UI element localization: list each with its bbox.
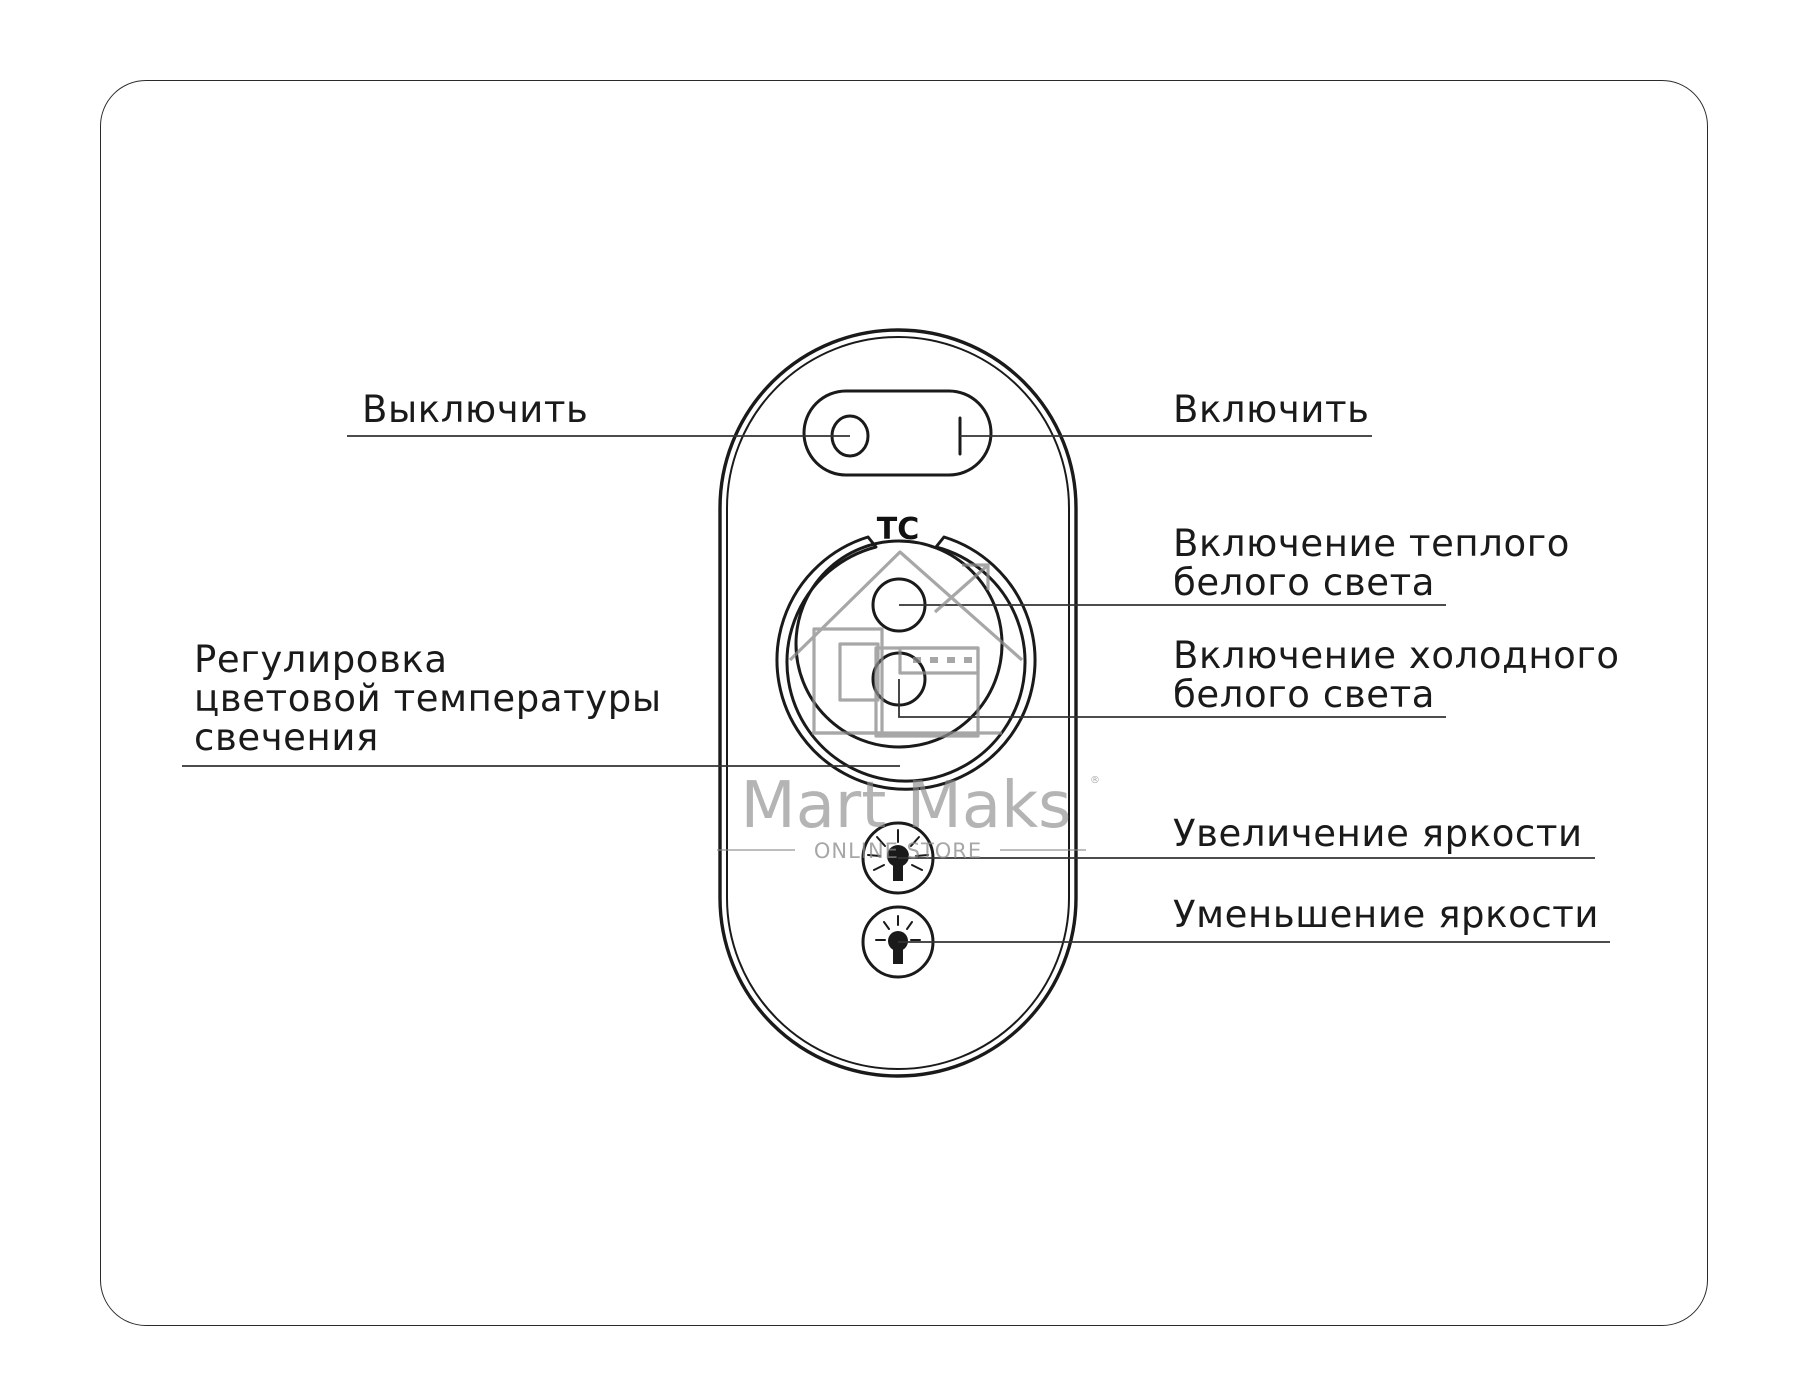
label-power-on-text: Включить xyxy=(1173,388,1370,431)
remote-body-inner xyxy=(726,336,1070,1070)
diagram-frame xyxy=(100,80,1708,1326)
label-brightness-down-text: Уменьшение яркости xyxy=(1173,893,1600,936)
remote-body-outer xyxy=(718,328,1078,1078)
label-color-temperature-line2: цветовой температуры xyxy=(194,677,662,720)
bulb-dim-head xyxy=(888,931,908,951)
label-power-off-text: Выключить xyxy=(362,388,589,431)
label-color-temperature: Регулировка цветовой температуры свечени… xyxy=(194,640,662,757)
label-warm-white: Включение теплого белого света xyxy=(1173,524,1570,602)
label-warm-white-line1: Включение теплого xyxy=(1173,522,1570,565)
label-cold-white: Включение холодного белого света xyxy=(1173,636,1620,714)
leader-cold xyxy=(898,679,1446,718)
label-cold-white-line1: Включение холодного xyxy=(1173,634,1620,677)
label-brightness-up: Увеличение яркости xyxy=(1173,814,1583,853)
label-power-off: Выключить xyxy=(362,390,588,429)
label-cold-white-line2: белого света xyxy=(1173,673,1436,716)
tc-badge: TC xyxy=(877,512,919,547)
label-color-temperature-line1: Регулировка xyxy=(194,638,448,681)
label-brightness-up-text: Увеличение яркости xyxy=(1173,812,1583,855)
power-switch[interactable] xyxy=(802,389,993,477)
watermark-subtitle: ONLINE STORE xyxy=(814,839,982,863)
watermark-logo: Mart Maks ® ONLINE STORE xyxy=(717,550,1100,863)
bulb-bright-head xyxy=(887,845,909,867)
bulb-dim-icon xyxy=(875,915,921,941)
bulb-bright-base xyxy=(893,864,903,881)
watermark-brand: Mart Maks xyxy=(740,769,1071,843)
color-temperature-ring[interactable] xyxy=(775,535,1037,791)
bulb-dim-base xyxy=(893,948,903,964)
label-power-on: Включить xyxy=(1173,390,1370,429)
watermark-registered-mark: ® xyxy=(1090,775,1100,786)
bulb-bright-icon xyxy=(867,829,929,871)
label-brightness-down: Уменьшение яркости xyxy=(1173,895,1599,934)
label-color-temperature-line3: свечения xyxy=(194,716,379,759)
label-warm-white-line2: белого света xyxy=(1173,561,1436,604)
